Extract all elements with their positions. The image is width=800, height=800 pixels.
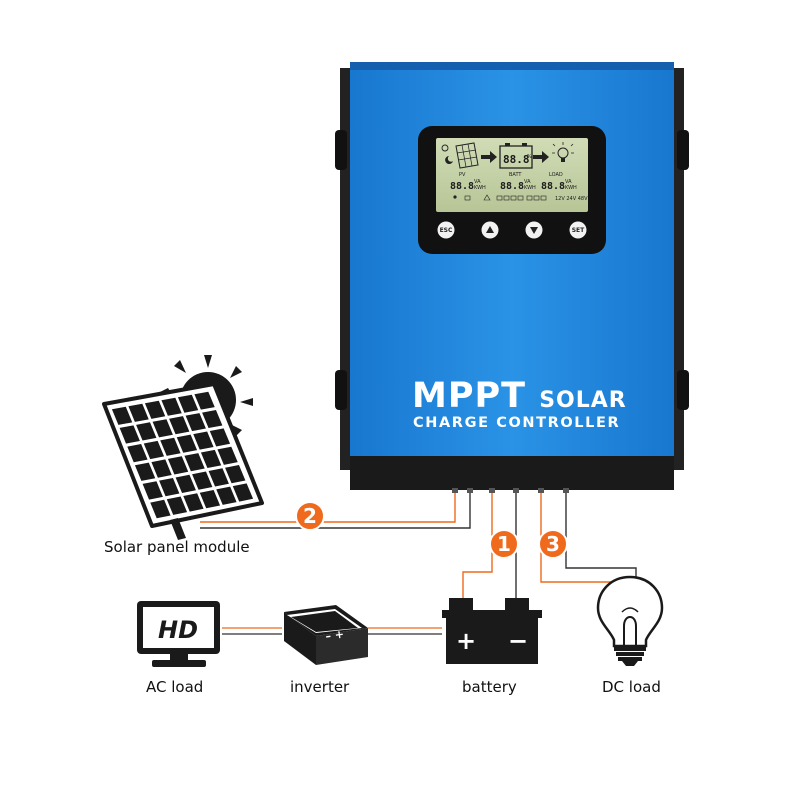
svg-text:3: 3 (546, 532, 560, 556)
svg-text:VA: VA (524, 179, 531, 185)
solar-cell (136, 422, 157, 441)
hd-text: HD (158, 616, 198, 644)
svg-text:KWH: KWH (474, 185, 486, 191)
badge-1: 1 (489, 529, 519, 559)
lcd-percent-sign: % (527, 154, 532, 160)
solar-cell (193, 431, 214, 450)
lcd-contents: 88.8 % PV BATT LOAD 88.8 VA KWH 88.8 VA … (441, 142, 588, 202)
solar-cell (111, 406, 133, 425)
charge-controller: 88.8 % PV BATT LOAD 88.8 VA KWH 88.8 VA … (335, 62, 689, 493)
device-title: MPPT SOLAR (412, 376, 627, 416)
lcd-pv-label: PV (459, 172, 466, 178)
down-button[interactable] (525, 221, 543, 239)
svg-text:SET: SET (572, 227, 585, 234)
svg-text:KWH: KWH (524, 185, 536, 191)
light-bulb-icon (596, 575, 664, 666)
label-inverter: inverter (290, 678, 350, 696)
solar-cell (167, 456, 189, 475)
label-solar-panel: Solar panel module (104, 538, 250, 556)
solar-cell (200, 449, 222, 469)
solar-cell (183, 493, 204, 512)
solar-cell (199, 489, 221, 509)
badge-2: 2 (295, 501, 325, 531)
svg-text:VA: VA (565, 179, 572, 185)
lcd-load-value: 88.8 (541, 181, 565, 192)
svg-text:ESC: ESC (440, 227, 453, 234)
solar-cell (152, 419, 173, 438)
svg-text:1: 1 (497, 532, 511, 556)
solar-cell (202, 410, 223, 429)
solar-cell (185, 413, 206, 432)
solar-panel-icon (102, 355, 264, 540)
esc-button[interactable]: ESC (437, 221, 455, 239)
battery-plus: + (456, 627, 476, 655)
set-button[interactable]: SET (569, 221, 587, 239)
solar-cell (225, 465, 246, 484)
svg-text:2: 2 (303, 504, 317, 528)
solar-cell (175, 474, 196, 494)
solar-cell (150, 499, 171, 519)
solar-cell (159, 477, 180, 497)
lcd-load-label: LOAD (549, 172, 563, 178)
solar-cell (176, 434, 198, 453)
solar-cell (161, 397, 182, 416)
device-subtitle: CHARGE CONTROLLER (413, 415, 621, 431)
svg-text:VA: VA (474, 179, 481, 185)
solar-cell (142, 481, 163, 500)
tv-icon: HD (137, 601, 220, 667)
device-title-mppt: MPPT (412, 376, 527, 416)
down-arrow-icon (530, 227, 538, 234)
solar-cell (177, 394, 199, 413)
solar-cell (208, 468, 229, 487)
solar-cell (166, 496, 188, 515)
wires (200, 491, 637, 635)
svg-text:KWH: KWH (565, 185, 577, 191)
solar-cell (119, 425, 140, 444)
up-button[interactable] (481, 221, 499, 239)
solar-cell (134, 462, 156, 481)
solar-cell (151, 459, 172, 478)
wire-battery-positive (462, 491, 493, 598)
lcd-battery-percent: 88.8 (503, 153, 530, 166)
solar-cell (160, 437, 181, 456)
label-ac-load: AC load (146, 678, 204, 696)
lcd-batt-value: 88.8 (500, 181, 524, 192)
lcd-voltage-options: 12V 24V 48V (555, 196, 588, 202)
solar-cell (143, 440, 165, 460)
badge-3: 3 (538, 529, 568, 559)
solar-cell (127, 443, 148, 463)
inverter-symbols: – + (325, 628, 345, 643)
lcd-batt-label: BATT (509, 172, 522, 178)
device-title-solar: SOLAR (539, 388, 627, 413)
label-battery: battery (462, 678, 517, 696)
device-terminal-band (350, 456, 674, 490)
wire-solar-positive (200, 491, 456, 523)
solar-cell (128, 403, 149, 422)
battery-minus: − (508, 627, 528, 655)
solar-cell (169, 416, 190, 435)
solar-cell (209, 428, 231, 447)
up-arrow-icon (486, 226, 494, 233)
wire-solar-negative (200, 491, 471, 529)
solar-cell (194, 391, 215, 410)
solar-cell (217, 446, 238, 465)
battery-icon: + − (442, 598, 542, 664)
lcd-pv-value: 88.8 (450, 181, 474, 192)
solar-cell (216, 486, 237, 505)
solar-cell (192, 471, 213, 490)
label-dc-load: DC load (602, 678, 661, 696)
solar-cell (184, 453, 205, 472)
solar-cell (144, 400, 166, 419)
solar-cell (232, 483, 254, 502)
inverter-icon: – + (284, 605, 368, 665)
lcd-screen (436, 138, 588, 212)
